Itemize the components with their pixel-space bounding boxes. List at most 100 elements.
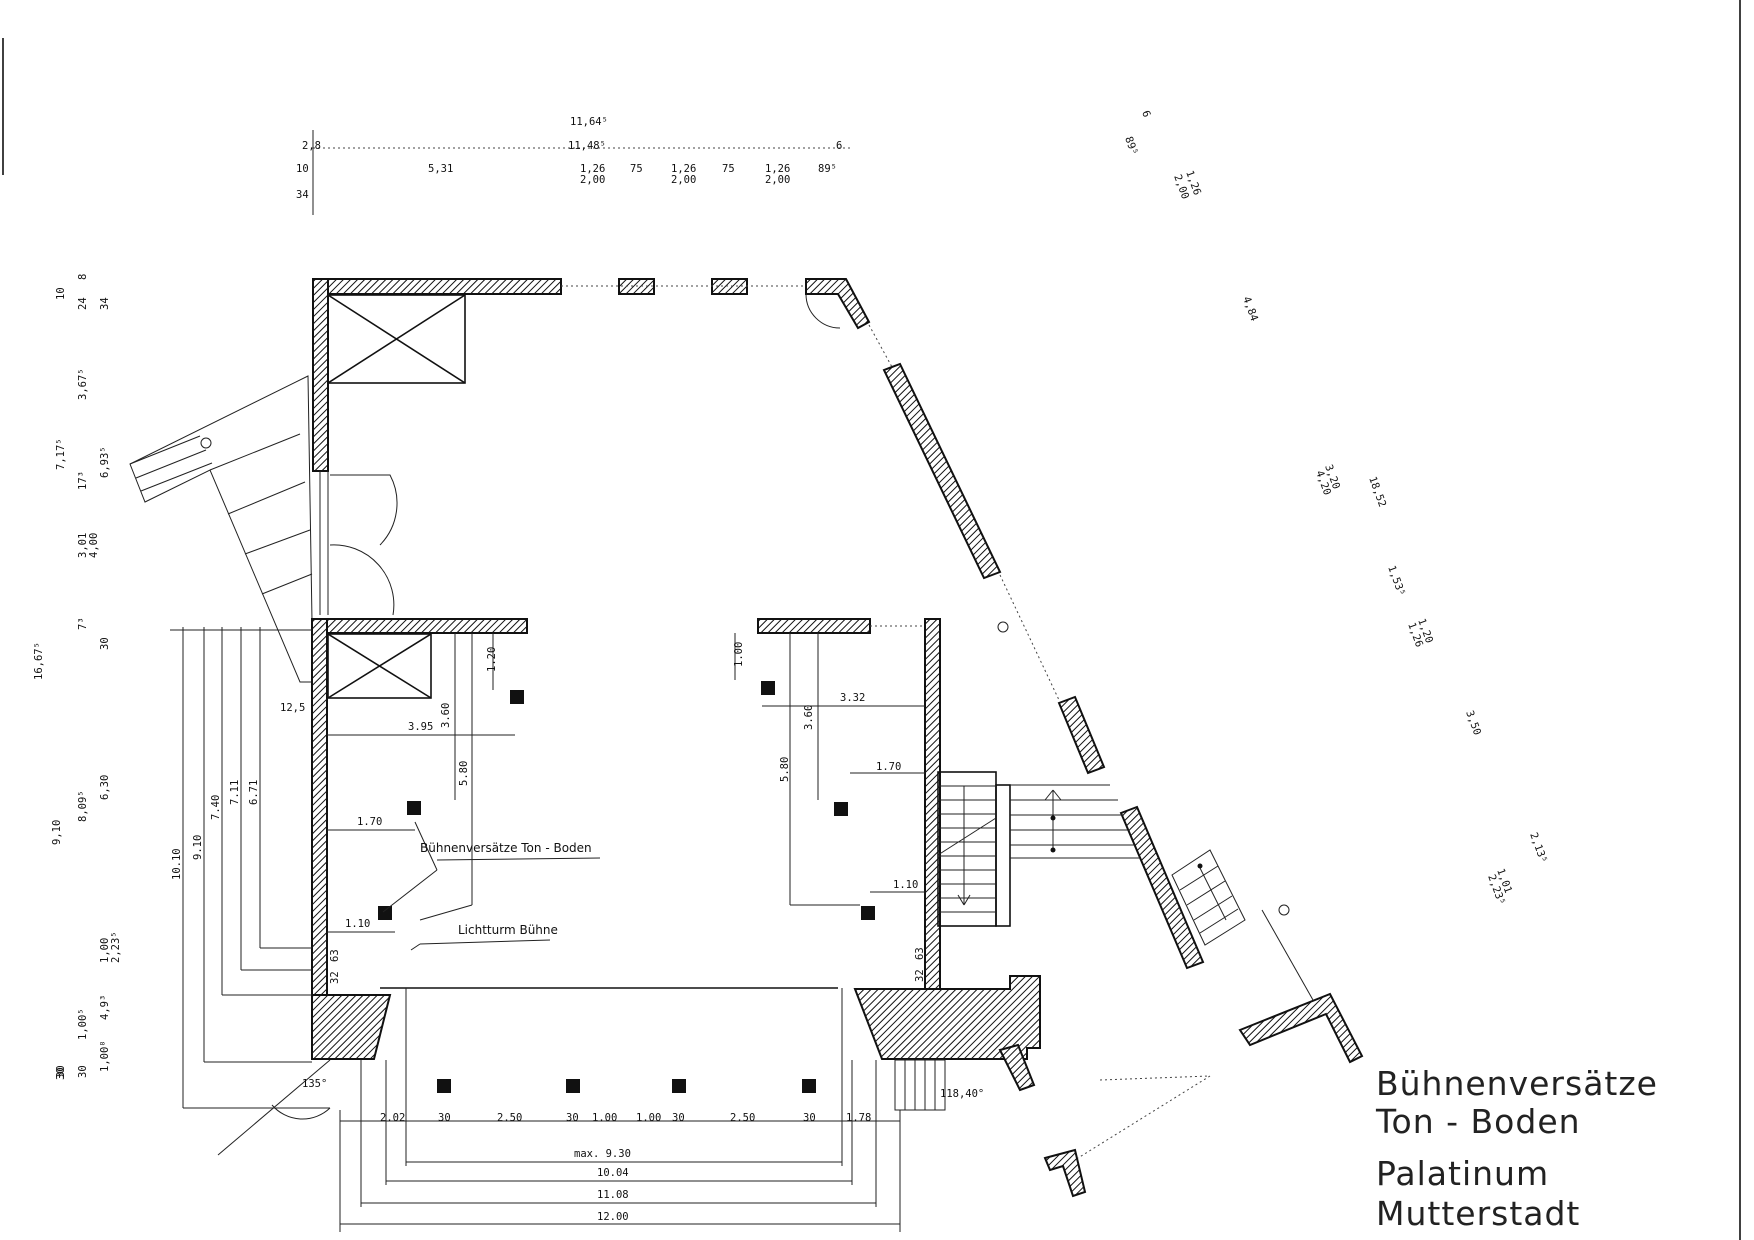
left-dim: 30 — [99, 637, 111, 650]
bottom-dim: 30 — [672, 1112, 685, 1124]
left-dim: 30 — [55, 1067, 67, 1080]
inner-right-dim: 63 — [914, 947, 926, 960]
top-dim: 34 — [296, 189, 309, 201]
left-dim: 7³ — [77, 617, 89, 630]
left-dim: 24 — [77, 297, 89, 310]
left-dim: 1,00⁸ — [99, 1040, 111, 1072]
platform-marker — [861, 906, 875, 920]
door-swings — [329, 293, 841, 616]
bottom-dim: 30 — [803, 1112, 816, 1124]
left-dim: 4,00 — [88, 533, 100, 558]
left-dim: 34 — [99, 297, 111, 310]
platform-marker — [761, 681, 775, 695]
inner-left-dim: 1.70 — [357, 816, 382, 828]
inner-left-dim: 1.20 — [486, 647, 498, 672]
title-line: Ton - Boden — [1375, 1102, 1581, 1141]
left-dim: 6,30 — [99, 775, 111, 800]
top-dim: 5,31 — [428, 163, 453, 175]
bottom-dim: 1.00 — [636, 1112, 661, 1124]
left-dim: 30 — [55, 1065, 67, 1078]
left-dim: 1,00 — [99, 938, 111, 963]
left-dim: 30 — [77, 1065, 89, 1078]
left-dim: 6,93⁵ — [99, 446, 111, 478]
left-dim: 9,10 — [51, 820, 63, 845]
top-dim: 2,00 — [765, 174, 790, 186]
inner-right-dim: 1.00 — [733, 642, 745, 667]
inner-left-dim: 3.95 — [408, 721, 433, 733]
small-stair-bottom — [894, 1059, 946, 1111]
left-dimension-stack — [170, 627, 331, 1156]
left-dim: 17³ — [77, 471, 89, 490]
top-dim: 2,00 — [671, 174, 696, 186]
inner-right-dim: 5.80 — [779, 757, 791, 782]
inner-left-dim: 12,5 — [280, 702, 305, 714]
right-dim: 6 — [1139, 109, 1152, 119]
title-line: Mutterstadt — [1376, 1194, 1580, 1233]
platform-marker — [566, 1079, 580, 1093]
inner-dimension-lines — [327, 633, 925, 951]
platform-marker — [510, 690, 524, 704]
top-dim: 2,00 — [580, 174, 605, 186]
top-dim: 75 — [630, 163, 643, 175]
top-dim: 89⁵ — [818, 163, 837, 175]
outside-stair-right — [1171, 849, 1290, 946]
inner-left-dim: 63 — [329, 949, 341, 962]
stage-walls — [311, 618, 1041, 1092]
top-dim: 1,26 — [580, 163, 605, 175]
inner-left-dim: 1.10 — [345, 918, 370, 930]
left-dim: 3,01 — [77, 533, 89, 558]
bottom-dim: 2.50 — [730, 1112, 755, 1124]
inner-right-dim: 3.32 — [840, 692, 865, 704]
bottom-dim: 11.08 — [597, 1189, 629, 1201]
right-dim: 89⁵ — [1122, 135, 1140, 157]
top-dim: 6 — [836, 140, 842, 152]
angle-right-label: 118,40° — [940, 1088, 984, 1100]
bottom-dim: 12.00 — [597, 1211, 629, 1223]
vertical-dim: 9.10 — [192, 835, 204, 860]
top-dim: 1,26 — [671, 163, 696, 175]
inner-left-dim: 32 — [329, 971, 341, 984]
bottom-dim: max. 9.30 — [574, 1148, 631, 1160]
platform-marker — [802, 1079, 816, 1093]
inner-right-dim: 1.10 — [893, 879, 918, 891]
right-dim: 4,84 — [1240, 295, 1260, 323]
staircase-right — [937, 771, 1140, 927]
left-dim: 3,67⁵ — [77, 368, 89, 400]
left-dim: 1,00⁵ — [77, 1008, 89, 1040]
inner-right-dim: 1.70 — [876, 761, 901, 773]
inner-left-dim: 3.60 — [440, 703, 452, 728]
annex-right — [997, 621, 1364, 1198]
left-dim: 2,23⁵ — [110, 931, 122, 963]
left-dim: 16,67⁵ — [33, 642, 45, 680]
top-dim: 11,64⁵ — [570, 116, 608, 128]
platform-marker — [672, 1079, 686, 1093]
right-dim: 18,52 — [1366, 475, 1388, 509]
platform-marker — [407, 801, 421, 815]
top-dim: 11,48⁵ — [568, 140, 606, 152]
platform-marker — [834, 802, 848, 816]
top-dim: 2,8 — [302, 140, 321, 152]
vertical-dim: 7.11 — [229, 780, 241, 805]
stage-platform-markers — [378, 681, 875, 1093]
storage-box-upper — [327, 294, 466, 384]
left-dim: 4,9³ — [99, 995, 111, 1020]
bottom-dim: 1.00 — [592, 1112, 617, 1124]
vertical-dim: 10.10 — [171, 848, 183, 880]
top-dim: 1,26 — [765, 163, 790, 175]
light-tower-label: Lichtturm Bühne — [458, 923, 558, 937]
upper-hall-walls — [312, 278, 1205, 970]
angle-left-label: 135° — [302, 1078, 327, 1090]
left-dim: 8,09⁵ — [77, 790, 89, 822]
bottom-dim: 30 — [438, 1112, 451, 1124]
top-dim: 10 — [296, 163, 309, 175]
platform-marker — [378, 906, 392, 920]
bottom-dim: 2.50 — [497, 1112, 522, 1124]
bottom-dimension-rows — [339, 988, 901, 1232]
bottom-dim: 1.78 — [846, 1112, 871, 1124]
right-dim: 3,50 — [1463, 709, 1483, 737]
title-line: Bühnenversätze — [1376, 1064, 1658, 1103]
right-dim: 1,53⁵ — [1385, 564, 1407, 598]
vertical-dim: 7.40 — [210, 795, 222, 820]
bottom-dim: 10.04 — [597, 1167, 629, 1179]
